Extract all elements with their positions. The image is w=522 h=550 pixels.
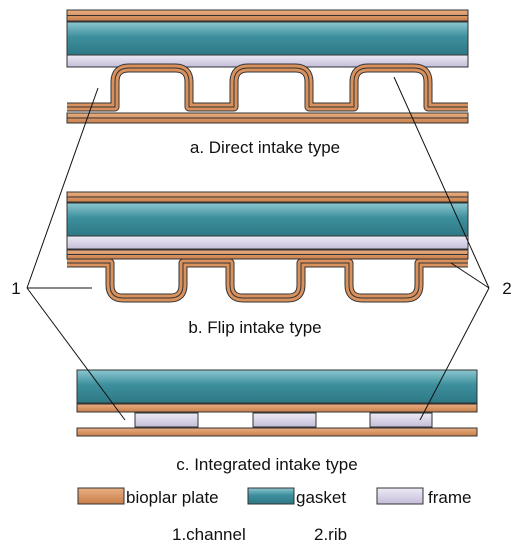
callout-1-label: 1: [11, 279, 20, 298]
top-plate-c: [76, 403, 478, 413]
callout-lines: [26, 76, 490, 421]
corrugated-plate-a: [67, 63, 468, 112]
legend-gasket-label: gasket: [296, 488, 346, 507]
callout-2-label: 2: [502, 279, 511, 298]
panel-c: [76, 369, 478, 437]
gasket-b: [66, 202, 469, 237]
legend: bioplar plate gasket frame 1.channel 2.r…: [77, 487, 471, 544]
panel-b: [66, 191, 469, 303]
legend-gasket-swatch: [247, 487, 295, 505]
corrugated-plate-b: [67, 258, 468, 303]
legend-plate-swatch: [77, 487, 125, 505]
frame-block-2: [252, 412, 317, 428]
caption-a: a. Direct intake type: [190, 138, 340, 157]
legend-frame-label: frame: [428, 488, 471, 507]
frame-b: [66, 235, 469, 250]
frame-block-3: [369, 412, 433, 428]
legend-plate-label: bioplar plate: [126, 488, 219, 507]
legend-channel-label: 1.channel: [172, 525, 246, 544]
legend-frame-swatch: [376, 487, 424, 505]
gasket-a: [66, 21, 469, 56]
panel-a: [66, 9, 469, 124]
frame-block-1: [134, 412, 199, 428]
bottom-plate-c: [76, 427, 478, 437]
caption-b: b. Flip intake type: [188, 318, 321, 337]
legend-rib-label: 2.rib: [314, 525, 347, 544]
gasket-c: [76, 369, 478, 404]
caption-c: c. Integrated intake type: [176, 455, 357, 474]
